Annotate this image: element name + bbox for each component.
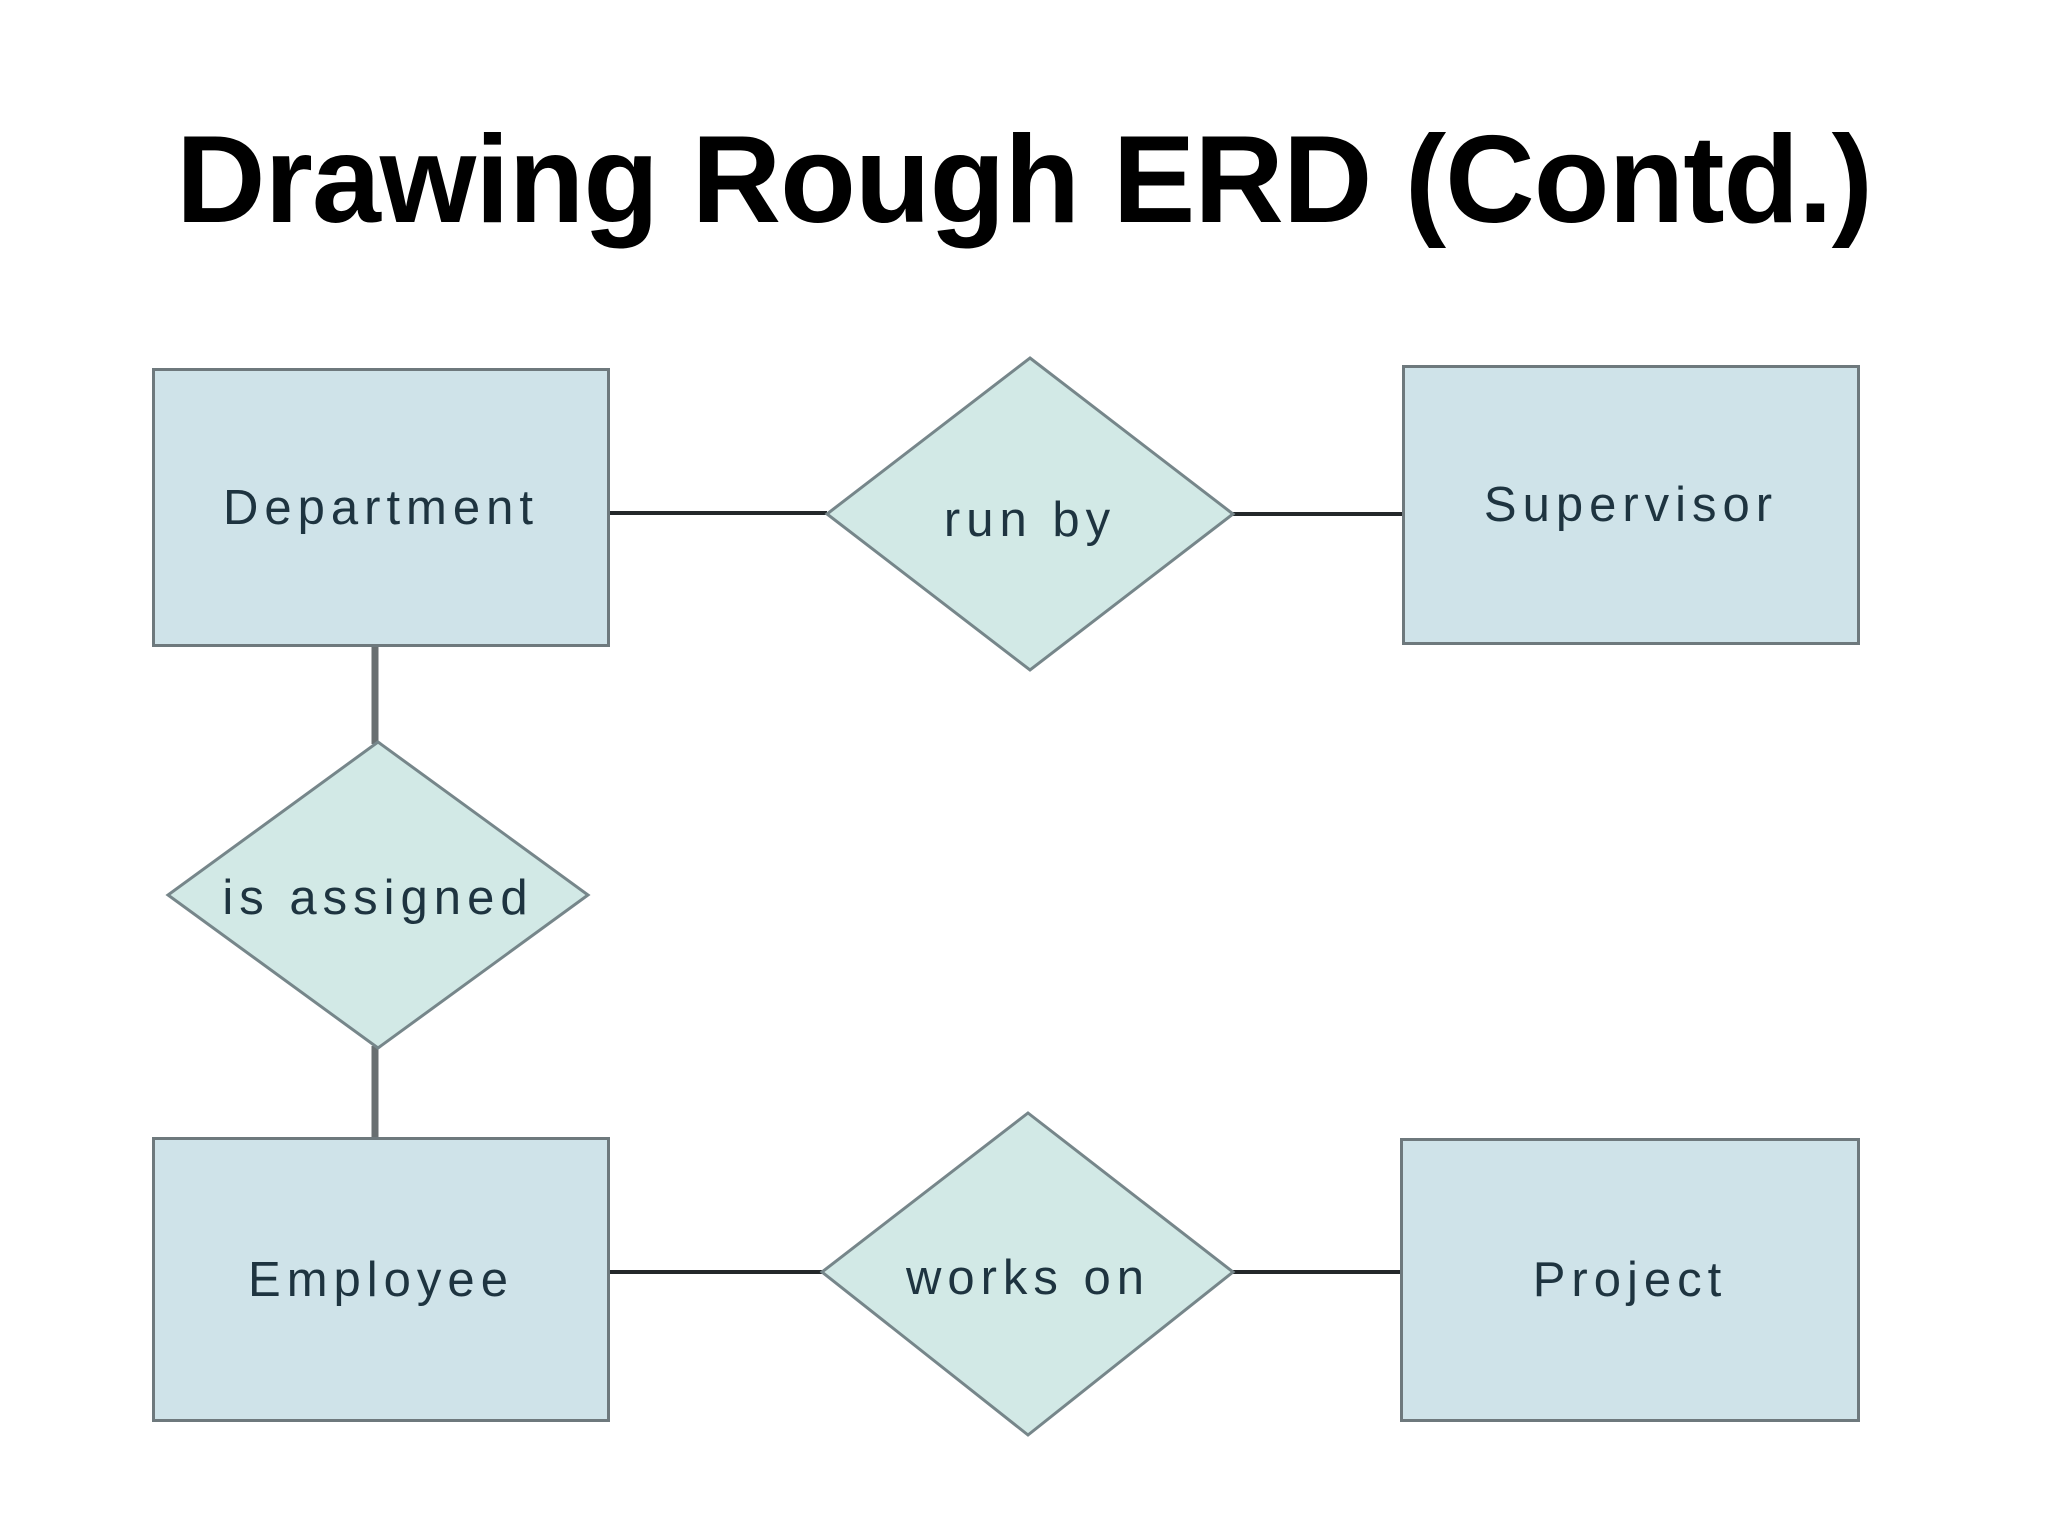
relationship-run-by-label: run by	[943, 493, 1117, 547]
entity-supervisor-label: Supervisor	[1483, 478, 1779, 532]
entity-project-label: Project	[1532, 1253, 1728, 1307]
relationship-is-assigned-label: is assigned	[222, 871, 534, 925]
relationship-diamond-run-by	[824, 356, 1236, 672]
slide-title: Drawing Rough ERD (Contd.)	[176, 111, 1873, 249]
entity-department-label: Department	[222, 480, 539, 535]
relationship-works-on-label: works on	[905, 1251, 1151, 1305]
relationship-diamond-is-assigned	[165, 740, 591, 1050]
relationship-diamond-works-on	[819, 1111, 1236, 1437]
entity-employee: Employee	[152, 1137, 610, 1422]
entity-department: Department	[152, 368, 610, 647]
entity-employee-label: Employee	[248, 1252, 514, 1307]
entity-supervisor: Supervisor	[1402, 365, 1860, 645]
entity-project: Project	[1400, 1138, 1860, 1422]
